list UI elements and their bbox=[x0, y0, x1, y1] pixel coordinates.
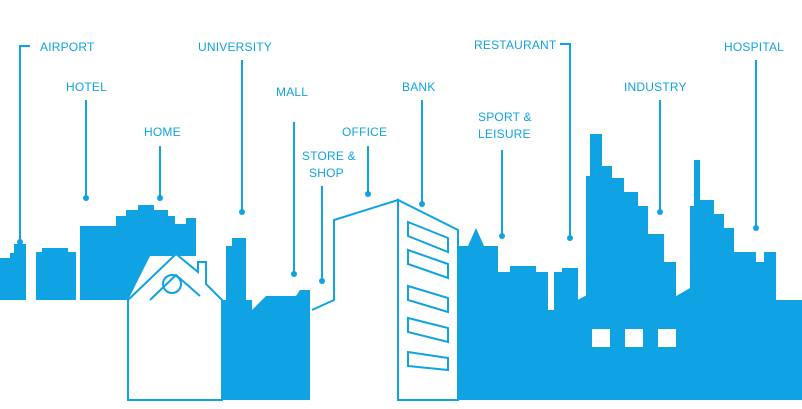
airport-callout-dot bbox=[17, 239, 23, 245]
sport-leisure-building bbox=[458, 228, 498, 400]
factory-window bbox=[656, 327, 678, 349]
bank-callout-dot bbox=[419, 201, 425, 207]
factory-window bbox=[623, 327, 645, 349]
hospital-callout-dot bbox=[753, 225, 759, 231]
airport-callout-line bbox=[19, 45, 30, 240]
industry-mid-building bbox=[660, 262, 676, 310]
sport-leisure-callout-dot bbox=[499, 233, 505, 239]
label-store-shop-line2: SHOP bbox=[309, 166, 344, 180]
store-shop-callout-dot bbox=[319, 278, 325, 284]
home-callout-dot bbox=[157, 195, 163, 201]
university-callout-dot bbox=[239, 209, 245, 215]
hotel-building bbox=[80, 205, 196, 300]
mall-callout-dot bbox=[291, 271, 297, 277]
hospital-right-building bbox=[776, 300, 802, 400]
label-restaurant: RESTAURANT bbox=[474, 38, 557, 52]
bank-window bbox=[407, 350, 449, 372]
label-store-shop-line1: STORE & bbox=[302, 149, 356, 163]
labels: AIRPORT HOTEL HOME UNIVERSITY MALL STORE… bbox=[40, 38, 784, 180]
industry-factory bbox=[548, 280, 690, 400]
airport-tower bbox=[14, 244, 26, 300]
label-sport-leisure-line1: SPORT & bbox=[478, 110, 532, 124]
restaurant-callout-line bbox=[560, 43, 571, 236]
university-tower bbox=[222, 238, 252, 400]
home-house-body bbox=[127, 252, 223, 401]
industry-callout-dot bbox=[657, 209, 663, 215]
label-hotel: HOTEL bbox=[66, 80, 107, 94]
bank-building bbox=[397, 198, 459, 401]
restaurant-callout-dot bbox=[567, 235, 573, 241]
factory-window bbox=[590, 327, 612, 349]
mall-building bbox=[252, 290, 310, 400]
home-house-roofline bbox=[149, 273, 201, 301]
hotel-callout-dot bbox=[83, 195, 89, 201]
bank-window bbox=[407, 316, 449, 344]
label-university: UNIVERSITY bbox=[198, 40, 272, 54]
bank-window bbox=[407, 284, 449, 314]
callout-lines bbox=[19, 43, 757, 278]
label-home: HOME bbox=[144, 125, 181, 139]
factory-windows bbox=[590, 327, 678, 349]
skyline bbox=[0, 134, 802, 400]
bank-window bbox=[407, 248, 449, 280]
home-house bbox=[127, 252, 223, 401]
callout-dots bbox=[17, 191, 759, 284]
office-building bbox=[311, 198, 399, 400]
office-callout-dot bbox=[365, 191, 371, 197]
bank-window bbox=[407, 220, 449, 254]
label-bank: BANK bbox=[402, 80, 435, 94]
restaurant-low-building bbox=[554, 268, 578, 310]
restaurant-building bbox=[498, 266, 548, 400]
label-office: OFFICE bbox=[342, 125, 387, 139]
label-industry: INDUSTRY bbox=[624, 80, 687, 94]
office-building-outline bbox=[311, 198, 399, 400]
hospital-tower bbox=[690, 160, 776, 400]
industry-tower-left bbox=[586, 134, 664, 310]
hotel-low-building bbox=[36, 248, 76, 300]
label-hospital: HOSPITAL bbox=[724, 40, 784, 54]
label-sport-leisure-line2: LEISURE bbox=[478, 127, 531, 141]
label-mall: MALL bbox=[276, 85, 308, 99]
home-round-window bbox=[162, 274, 182, 294]
label-airport: AIRPORT bbox=[40, 40, 95, 54]
